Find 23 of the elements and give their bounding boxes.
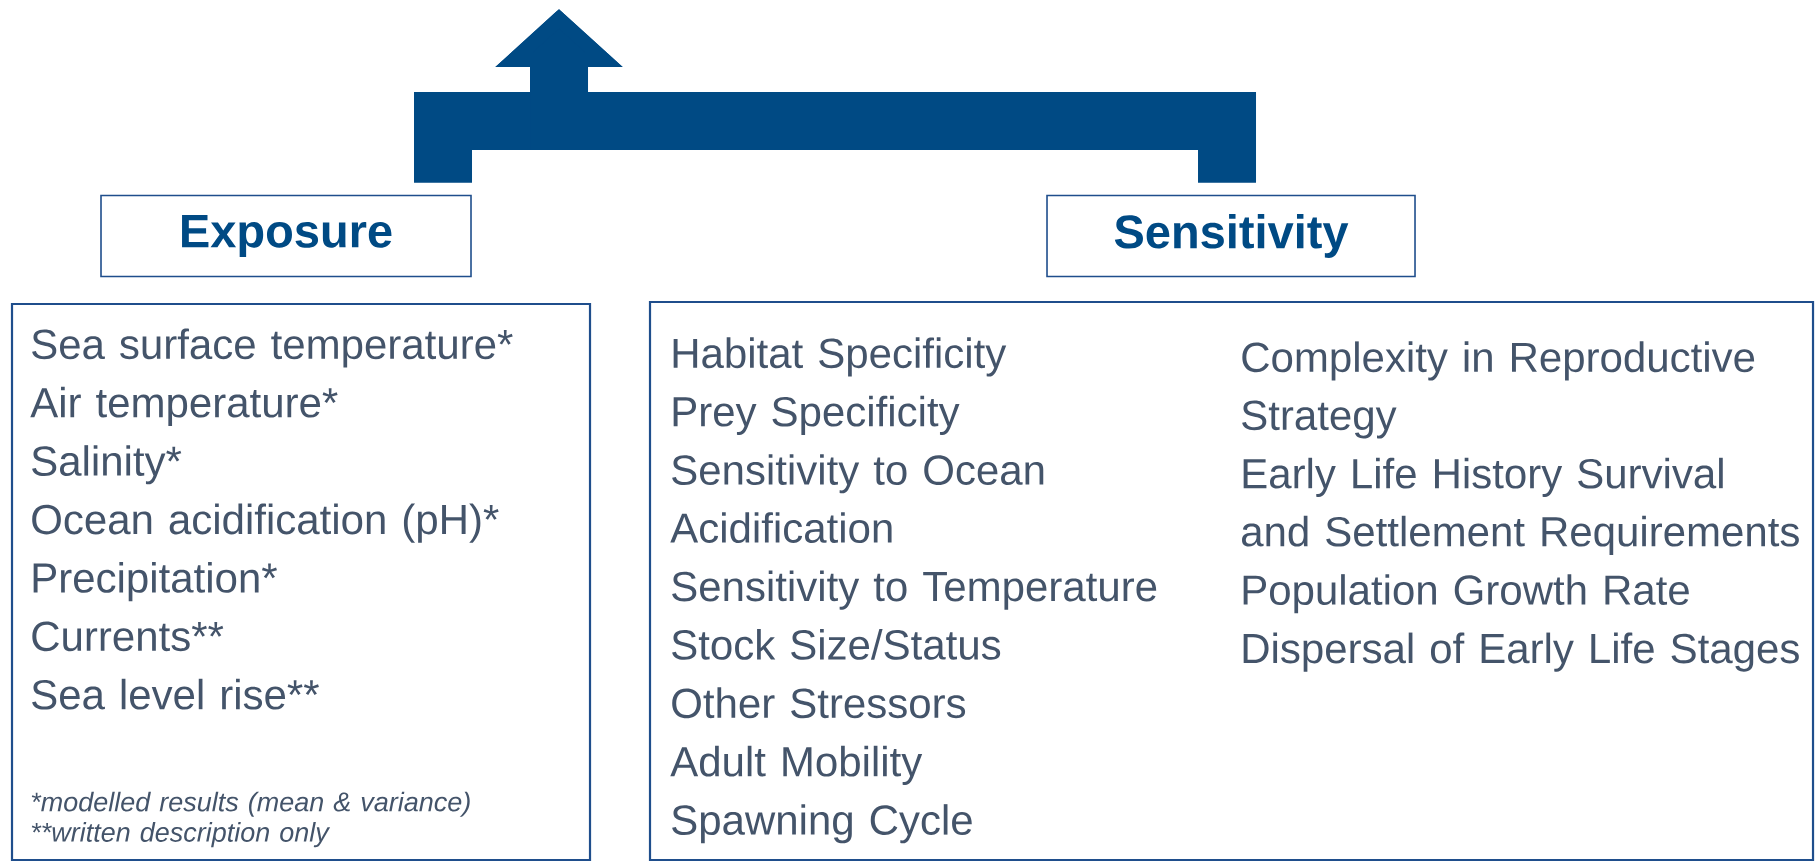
list-item: Sensitivity to Ocean Acidification <box>670 454 1044 543</box>
list-item: Complexity in Reproductive Strategy <box>1242 341 1755 439</box>
list-item: Spawning Cycle <box>672 804 972 844</box>
list-item: Population Growth Rate <box>1243 574 1689 614</box>
list-item: Prey Specificity <box>673 395 960 435</box>
list-item: Currents** <box>32 621 224 652</box>
list-item: Salinity* <box>32 445 182 485</box>
list-item: Other Stressors <box>672 687 966 719</box>
list-item: Sea level rise** <box>32 678 319 710</box>
footnote: *modelled results (mean & variance) <box>31 791 470 817</box>
heading-box: Sensitivity <box>1046 194 1416 278</box>
list-item: Dispersal of Early Life Stages <box>1243 632 1799 672</box>
list-item: Habitat Specificity <box>673 337 1007 377</box>
list-item: Air temperature* <box>30 386 338 426</box>
list-item: Sensitivity to Temperature <box>672 570 1157 610</box>
list-item: Sea surface temperature* <box>32 328 513 368</box>
list-item: Ocean acidification (pH)* <box>32 503 499 543</box>
list-item: Adult Mobility <box>670 745 923 785</box>
footnote: **written description only <box>31 822 331 848</box>
heading-box: Exposure <box>100 194 472 278</box>
list-item: Precipitation* <box>33 561 277 602</box>
list-item: Stock Size/Status <box>672 628 1001 660</box>
list-item: Early Life History Survival and Settlement Requirements <box>1242 457 1799 555</box>
